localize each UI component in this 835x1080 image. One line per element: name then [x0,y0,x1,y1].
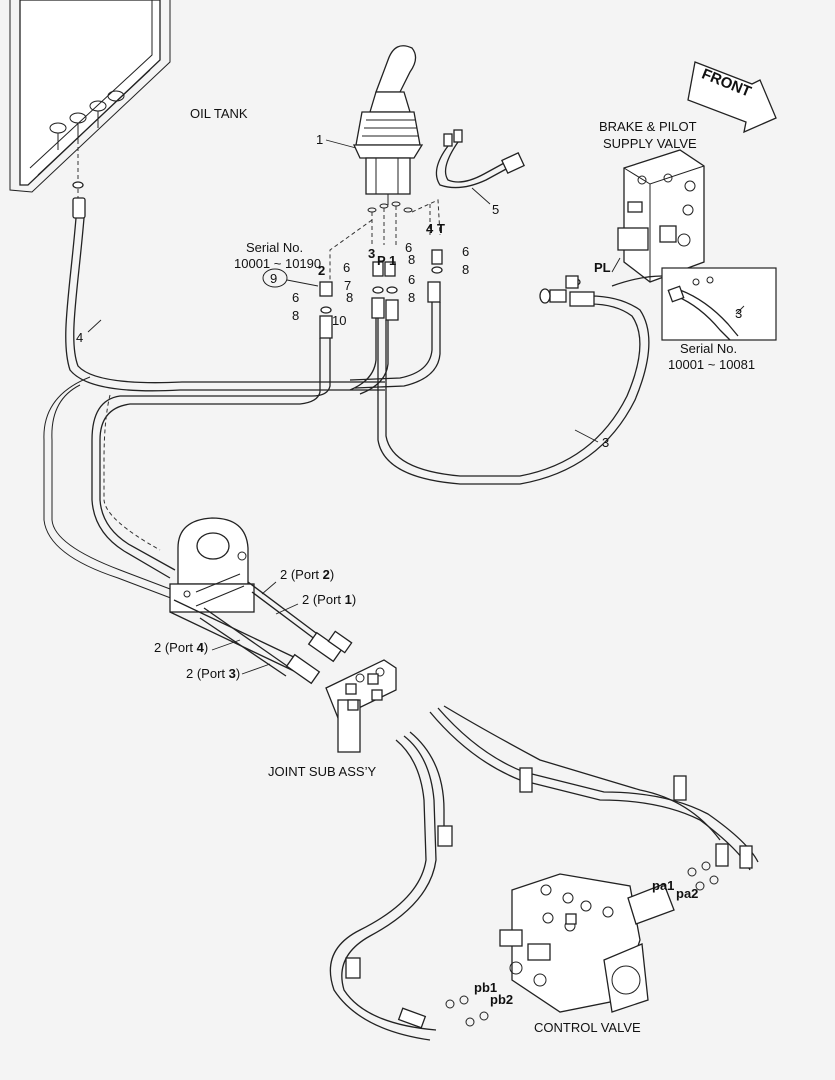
callout-6-d: 6 [408,272,415,287]
port-3-mark: 3 [368,246,375,261]
callout-3-hose: 3 [602,435,609,450]
joint-sub-assembly [325,659,397,753]
callout-3-detail: 3 [735,306,742,321]
pa-pb-fittings [445,861,719,1027]
control-valve [499,873,675,1013]
callout-8-b: 8 [462,262,469,277]
serial-note-a: Serial No. 10001 ~ 10190 [234,240,321,271]
port-4-mark: 4 [426,221,434,236]
callout-4: 4 [76,330,83,345]
wire-harness-5 [435,129,525,189]
brake-pilot-supply-valve [617,149,705,283]
brake-valve-label-line1: BRAKE & PILOT [599,119,697,134]
port-pb1-label: pb1 [474,980,497,995]
svg-text:Serial No.: Serial No. [246,240,303,255]
oil-tank [9,0,171,200]
hose-bundle-2 [43,302,441,601]
callout-8-e: 8 [292,308,299,323]
joint-sub-label: JOINT SUB ASS’Y [268,764,376,779]
port-hose-label-1: 2 (Port 1) [302,592,356,607]
port-hoses-to-joint [169,581,353,685]
callout-9: 9 [270,271,277,286]
hose-clamp-bracket [169,517,255,613]
port-pa2-label: pa2 [676,886,698,901]
callout-6-c: 6 [343,260,350,275]
detail-box-serial-b [611,267,777,341]
port-2-mark: 2 [318,263,325,278]
callout-6-b: 6 [462,244,469,259]
hoses-joint-to-control-valve [329,705,759,1041]
svg-text:Serial No.: Serial No. [680,341,737,356]
callout-6-a: 6 [405,240,412,255]
control-valve-label: CONTROL VALVE [534,1020,641,1035]
port-pa1-label: pa1 [652,878,674,893]
oil-tank-label: OIL TANK [190,106,248,121]
port-hose-label-2: 2 (Port 2) [280,567,334,582]
callout-7: 7 [344,278,351,293]
callout-9-circle [262,268,288,288]
callout-10: 10 [332,313,346,328]
port-hose-label-4: 2 (Port 4) [154,640,208,655]
brake-valve-label-line2: SUPPLY VALVE [603,136,697,151]
callout-5: 5 [492,202,499,217]
port-p-mark: P [377,253,386,268]
port-pl-label: PL [594,260,611,275]
svg-text:10001 ~ 10190: 10001 ~ 10190 [234,256,321,271]
hose-3 [377,275,650,485]
svg-text:10001 ~ 10081: 10001 ~ 10081 [668,357,755,372]
port-t-mark: T [437,221,445,236]
callout-8-d: 8 [408,290,415,305]
port-hose-label-3: 2 (Port 3) [186,666,240,681]
hose-4 [65,197,385,392]
callout-1: 1 [316,132,323,147]
serial-note-b: Serial No. 10001 ~ 10081 [668,341,755,372]
callout-8-a: 8 [408,252,415,267]
joystick-remote-control-valve [352,45,424,205]
callout-6-e: 6 [292,290,299,305]
joystick-port-fittings [319,199,443,339]
port-1-mark: 1 [389,253,396,268]
port-pb2-label: pb2 [490,992,513,1007]
callout-8-c: 8 [346,290,353,305]
